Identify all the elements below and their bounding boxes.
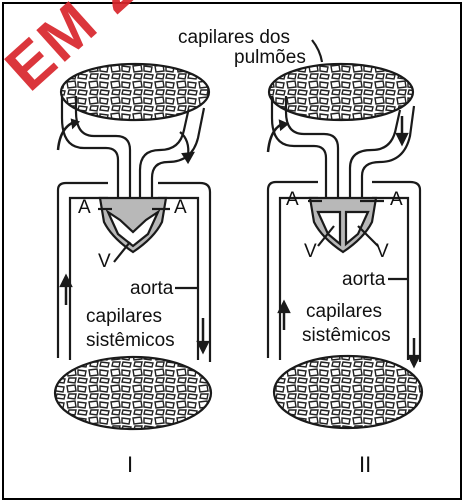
panel-i-lung-capillaries [61,64,209,120]
panel-i-pulmonary-vein [140,112,188,200]
lung-capillaries-label: capilares dos [178,28,290,47]
panel-i-ventricle-label: V [98,252,111,271]
panel-ii-systemic-capillaries [274,356,422,428]
panel-ii-aorta-label: aorta [342,270,385,289]
panel-ii-pulmonary-vein [350,110,400,200]
panel-i-label: I [127,452,133,478]
panel-i-atrium-right-label: A [174,198,187,217]
panel-ii-atrium-left-label: A [286,190,299,209]
panel-i-systemic-capillaries-label-line2: sistêmicos [86,331,175,350]
panel-ii-ventricle-right-label: V [376,242,389,261]
panel-ii-atrium-right-label: A [390,190,403,209]
panel-i-aorta-label: aorta [130,279,173,298]
panel-i-atrium-left-label: A [78,198,91,217]
panel-ii-lung-capillaries [269,64,413,120]
panel-ii-label: II [359,452,371,478]
panel-i-systemic-capillaries [55,357,211,429]
panel-ii-systemic-capillaries-label-line2: sistêmicos [302,326,391,345]
panel-ii-diagram [268,40,422,428]
panel-i-diagram [55,64,211,429]
panel-ii-systemic-capillaries-label: capilares [306,302,382,321]
panel-ii-ventricle-left-label: V [304,242,317,261]
lung-capillaries-label-line2: pulmões [234,48,306,67]
panel-i-systemic-capillaries-label: capilares [86,307,162,326]
